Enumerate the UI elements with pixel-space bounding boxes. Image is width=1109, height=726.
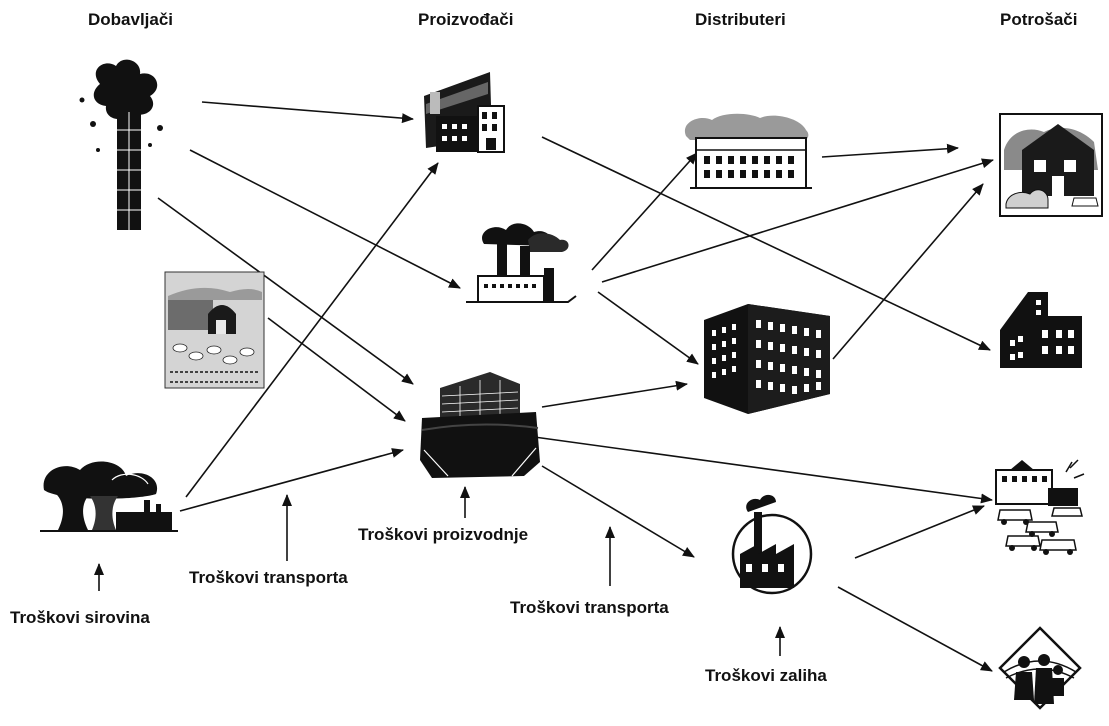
- arrow-smallfactory-to-shops: [854, 505, 985, 559]
- header-suppliers: Dobavljači: [88, 10, 174, 29]
- oil-rig-icon: [79, 59, 163, 230]
- processing-plant-icon: [420, 372, 540, 478]
- arrow-power-to-plant: [179, 448, 404, 512]
- shops-icon: [995, 459, 1085, 555]
- farm-icon: [164, 271, 265, 389]
- arrow-oilrig-to-factory1: [201, 101, 414, 124]
- power-plant-icon: [40, 461, 178, 532]
- arrow-factory1-to-office: [541, 136, 991, 351]
- label-production-cost: Troškovi proizvodnje: [358, 525, 529, 544]
- arrow-plant-to-smallfactory: [541, 465, 695, 558]
- cost-pointers: [94, 486, 785, 656]
- arrow-factory2-to-warehouse: [591, 152, 698, 271]
- factory-1-icon: [424, 72, 505, 153]
- header-consumers: Potrošači: [1000, 10, 1078, 29]
- arrow-factory2-to-highrise: [597, 291, 699, 365]
- label-inventory-cost: Troškovi zaliha: [705, 666, 827, 685]
- header-distributors: Distributeri: [695, 10, 786, 29]
- flow-arrows: [157, 101, 994, 672]
- arrow-oilrig-to-plant: [157, 197, 414, 385]
- house-icon: [999, 113, 1103, 217]
- arrow-highrise-to-house: [832, 183, 984, 360]
- arrow-plant-to-shops: [526, 435, 993, 504]
- label-transport-cost-1: Troškovi transporta: [189, 568, 348, 587]
- label-raw-materials-cost: Troškovi sirovina: [10, 608, 150, 627]
- arrow-farm-to-plant: [267, 317, 406, 422]
- arrow-oilrig-to-factory2: [189, 149, 461, 289]
- arrow-warehouse-to-house: [821, 143, 959, 158]
- arrow-smallfactory-to-family: [837, 586, 993, 672]
- office-building-icon: [1000, 292, 1082, 368]
- factory-2-icon: [466, 223, 577, 303]
- family-icon: [998, 626, 1082, 710]
- label-transport-cost-2: Troškovi transporta: [510, 598, 669, 617]
- arrow-factory2-to-house: [601, 158, 994, 283]
- warehouse-icon: [684, 113, 812, 189]
- small-factory-icon: [731, 494, 813, 595]
- arrow-power-to-factory1: [185, 162, 439, 498]
- arrow-plant-to-highrise: [541, 380, 688, 408]
- header-producers: Proizvođači: [418, 10, 514, 29]
- highrise-icon: [704, 304, 830, 414]
